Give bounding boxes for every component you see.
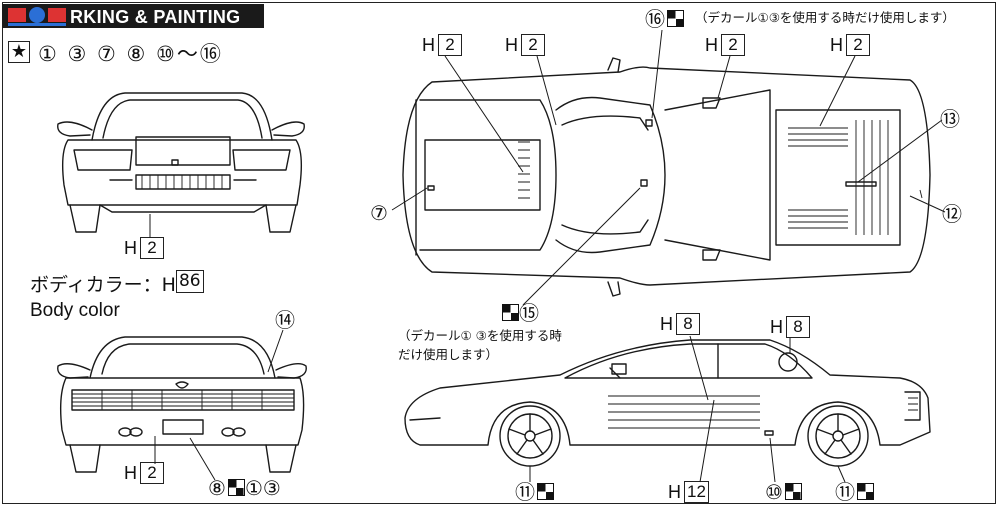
decal-number-list: ① ③ ⑦ ⑧ ⑩〜⑯ — [38, 42, 223, 66]
decal-callout-16: ⑯ — [645, 8, 684, 30]
checker-flag-icon — [784, 483, 802, 500]
paint-code-box: 2 — [140, 237, 164, 259]
checker-flag-icon — [227, 479, 245, 496]
car-top-view — [391, 29, 946, 306]
checker-flag-icon — [502, 304, 519, 321]
paint-letter: H — [705, 35, 718, 55]
decal-callout-11-front: ⑪ — [515, 481, 554, 503]
paint-letter: H — [668, 482, 681, 502]
decal-callout-14: ⑭ — [275, 308, 295, 332]
body-color-label-en: Body color — [30, 300, 120, 321]
decal-callout-13: ⑬ — [940, 107, 960, 131]
paint-letter: H — [124, 463, 137, 483]
paint-code-box: 8 — [676, 313, 700, 335]
paint-code-box: 2 — [140, 462, 164, 484]
decal-callout-12: ⑫ — [942, 202, 962, 226]
decal-note-left-line2: だけ使用します） — [398, 347, 499, 362]
decal-note-left-line1: （デカール① ③を使用する時 — [398, 328, 562, 343]
decal-callout-15: ⑮ — [500, 302, 539, 324]
paint-letter: H — [422, 35, 435, 55]
body-color-ja-text: ボディカラー：H — [30, 274, 176, 296]
checker-flag-icon — [857, 483, 874, 500]
paint-letter: H — [124, 238, 137, 258]
paint-letter: H — [770, 317, 783, 337]
star-marker: ★ — [8, 41, 30, 63]
site-logo-icon — [6, 5, 68, 27]
body-color-code-box: 86 — [175, 270, 204, 293]
paint-code-box: 2 — [438, 34, 462, 56]
checker-flag-icon — [537, 483, 554, 500]
decal-callout-10: ⑩ — [765, 481, 802, 503]
paint-code-box: 2 — [846, 34, 870, 56]
paint-code-box: 12 — [684, 481, 709, 503]
paint-letter: H — [660, 314, 673, 334]
paint-code-box: 8 — [786, 316, 810, 338]
car-front-view — [57, 92, 305, 238]
page-title: RKING & PAINTING — [70, 7, 241, 27]
decal-callout-7: ⑦ — [370, 201, 388, 225]
paint-code-box: 2 — [521, 34, 545, 56]
car-side-view — [404, 335, 931, 483]
decal-callout-11-rear: ⑪ — [835, 481, 874, 503]
paint-letter: H — [505, 35, 518, 55]
decal-note-top: （デカール①③を使用する時だけ使用します） — [695, 10, 955, 25]
car-rear-view — [57, 329, 307, 481]
checker-flag-icon — [667, 10, 684, 27]
paint-code-box: 2 — [721, 34, 745, 56]
paint-letter: H — [830, 35, 843, 55]
